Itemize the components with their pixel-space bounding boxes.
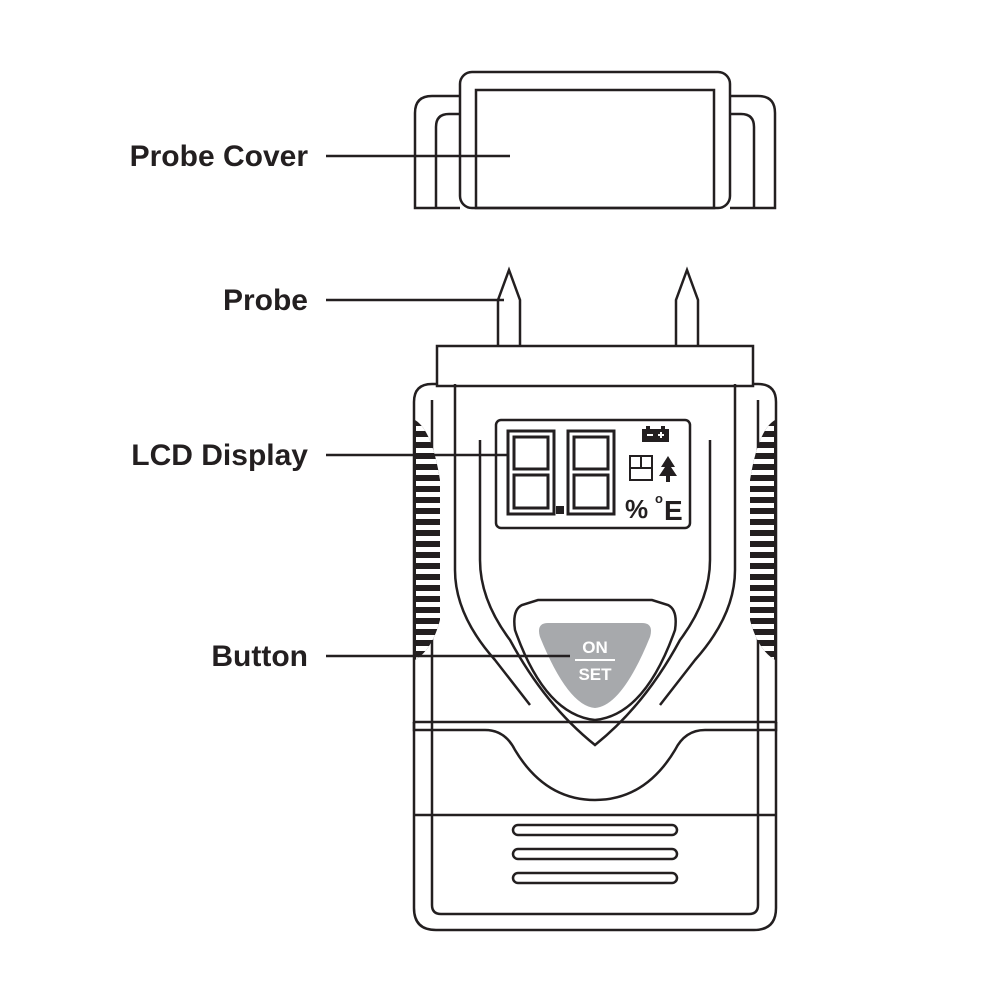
lcd-degree-sign: o: [655, 491, 663, 506]
grip-rib: [416, 536, 440, 541]
grip-rib: [750, 492, 774, 497]
grip-rib: [416, 635, 440, 640]
grip-rib: [416, 514, 440, 519]
grip-rib: [416, 503, 440, 508]
grip-rib: [750, 613, 774, 618]
label-probe-cover: Probe Cover: [130, 140, 309, 173]
probe-cover: [413, 70, 777, 210]
grip-rib: [416, 580, 440, 585]
tree-icon: [659, 456, 677, 482]
leader-lines: [326, 154, 570, 658]
grip-rib: [750, 536, 774, 541]
grip-rib: [750, 525, 774, 530]
grip-rib: [750, 591, 774, 596]
grip-rib: [416, 602, 440, 607]
wood-grain-icon: [629, 455, 653, 481]
grip-rib: [416, 470, 440, 475]
label-probe: Probe: [223, 284, 308, 317]
grip-rib: [750, 580, 774, 585]
grip-rib: [416, 613, 440, 618]
battery-icon: [642, 426, 669, 442]
probe-pins: [496, 266, 700, 346]
on-set-button[interactable]: ON SET: [513, 598, 677, 722]
grip-rib: [750, 558, 774, 563]
right-grip: [750, 420, 775, 660]
grip-rib: [750, 503, 774, 508]
grip-rib: [750, 514, 774, 519]
grip-rib: [416, 547, 440, 552]
grip-rib: [416, 448, 440, 453]
label-button: Button: [211, 640, 308, 673]
grip-rib: [416, 459, 440, 464]
grip-rib: [416, 492, 440, 497]
lcd-unit-letter: E: [664, 495, 683, 526]
grip-rib: [750, 437, 774, 442]
lcd-digits: [506, 429, 616, 516]
grip-rib: [750, 459, 774, 464]
grip-rib: [416, 558, 440, 563]
lcd-decimal-point: [556, 506, 564, 514]
grip-rib: [750, 624, 774, 629]
grip-rib: [750, 470, 774, 475]
grip-rib: [416, 591, 440, 596]
grip-rib: [750, 635, 774, 640]
grip-rib: [750, 547, 774, 552]
grip-rib: [750, 602, 774, 607]
grip-rib: [750, 569, 774, 574]
lcd-percent-sign: %: [625, 494, 648, 524]
grip-rib: [416, 525, 440, 530]
grip-rib: [416, 437, 440, 442]
grip-rib: [416, 481, 440, 486]
grip-rib: [416, 624, 440, 629]
label-lcd-display: LCD Display: [131, 439, 308, 472]
grip-rib: [750, 481, 774, 486]
vent-slots: [511, 823, 679, 885]
button-set-label: SET: [578, 665, 612, 684]
button-on-label: ON: [582, 638, 608, 657]
lcd-display: % o E: [494, 418, 692, 530]
grip-rib: [416, 569, 440, 574]
grip-rib: [750, 448, 774, 453]
left-grip: [415, 420, 440, 660]
